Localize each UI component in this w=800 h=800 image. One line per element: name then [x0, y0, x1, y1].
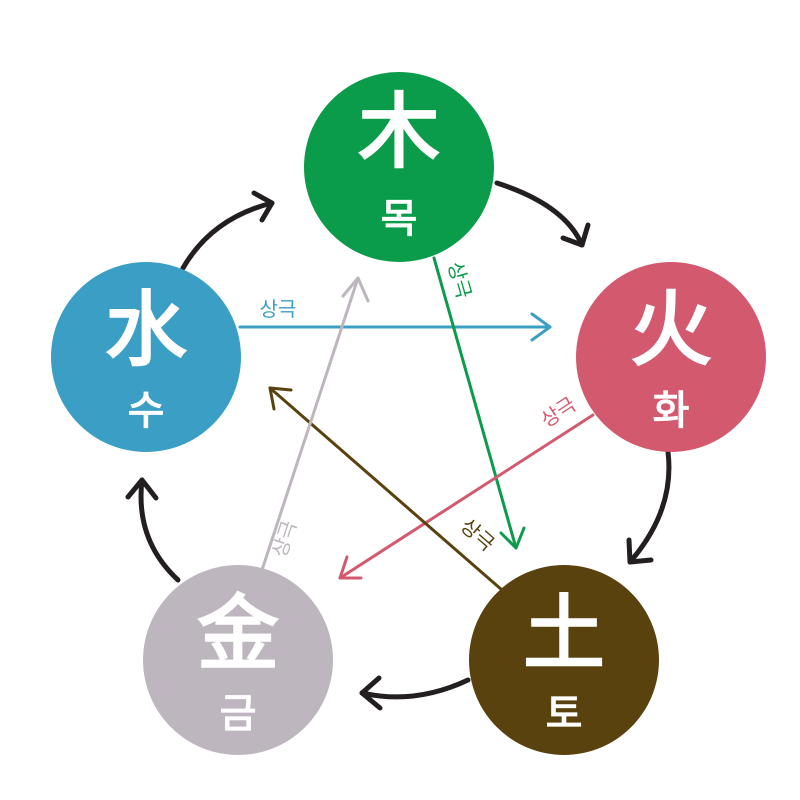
arrowhead-earth-to-water [268, 386, 293, 411]
circle-metal [143, 565, 333, 755]
circle-water [51, 262, 241, 452]
hanja-earth: 土 [523, 587, 605, 682]
arrowhead-water-to-wood [251, 190, 275, 223]
circle-earth [469, 565, 659, 755]
circle-wood [304, 72, 494, 262]
arrowhead-fire-to-earth [626, 537, 654, 565]
arrow-metal-to-water [138, 477, 181, 583]
arrowhead-water-to-fire [530, 312, 552, 342]
node-earth: 土 토 [469, 565, 659, 755]
hangul-water: 수 [128, 388, 165, 434]
node-water: 水 수 [51, 262, 241, 452]
arrowhead-wood-to-earth [499, 526, 526, 550]
arrow-fire-to-metal [338, 413, 595, 580]
arrow-wood-to-earth [432, 256, 518, 550]
arrowhead-fire-to-metal [338, 555, 363, 580]
arrowhead-metal-to-wood [341, 276, 370, 303]
arrowhead-metal-to-water [125, 477, 159, 501]
node-metal: 金 금 [143, 565, 333, 755]
arrow-fire-to-earth [627, 449, 672, 565]
hangul-fire: 화 [653, 388, 690, 434]
circle-fire [576, 262, 766, 452]
hanja-wood: 木 [358, 85, 440, 180]
label-wood-earth: 상극 [443, 259, 476, 301]
hanja-metal: 金 [196, 587, 280, 682]
arrow-water-to-wood [180, 200, 275, 271]
label-water-fire: 상극 [260, 297, 297, 321]
arrow-wood-to-fire [494, 180, 585, 248]
arrowhead-earth-to-metal [359, 675, 383, 711]
arrow-metal-to-wood [260, 276, 360, 572]
hanja-fire: 火 [630, 283, 712, 378]
arrow-earth-to-water [268, 386, 504, 592]
overcoming-cycle [238, 256, 595, 592]
arrowhead-wood-to-fire [560, 222, 591, 248]
node-wood: 木 목 [304, 72, 494, 262]
arrow-earth-to-metal [359, 677, 471, 700]
label-metal-wood: 상극 [267, 518, 301, 560]
hanja-water: 水 [105, 283, 188, 378]
hangul-wood: 목 [381, 196, 418, 242]
label-earth-water: 상극 [456, 514, 500, 556]
hangul-earth: 토 [546, 691, 583, 737]
generating-cycle [125, 180, 672, 711]
hangul-metal: 금 [220, 691, 257, 737]
node-fire: 火 화 [576, 262, 766, 452]
